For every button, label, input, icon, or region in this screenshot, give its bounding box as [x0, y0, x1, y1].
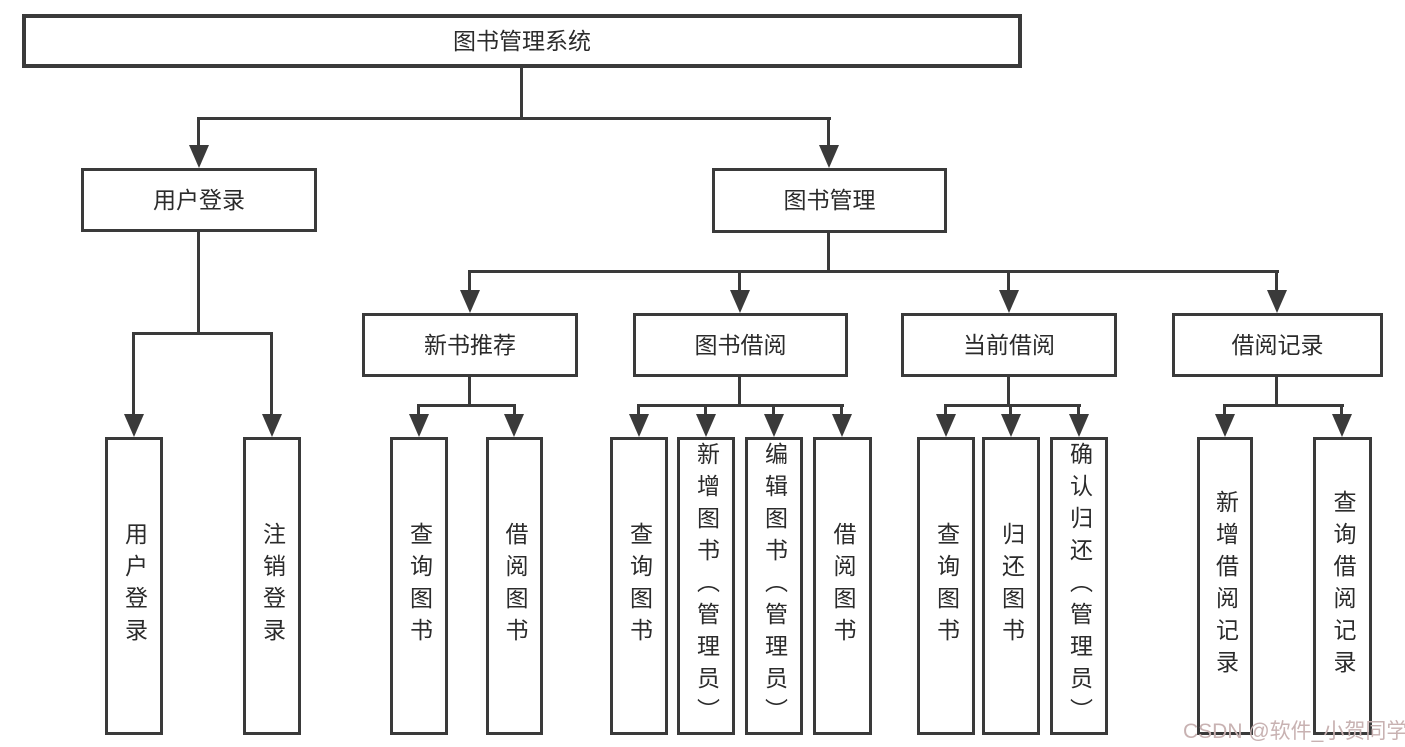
- connector-line: [197, 232, 200, 335]
- connector-line: [1077, 404, 1080, 415]
- connector-line: [1275, 377, 1278, 407]
- connector-line: [944, 404, 947, 415]
- node-user-login: 用户登录: [81, 168, 317, 232]
- connector-line: [468, 270, 1279, 273]
- leaf-edit-books-admin-label: 编辑图书（管理员）: [761, 442, 788, 730]
- arrow-down-icon: [189, 145, 209, 168]
- arrow-down-icon: [696, 414, 716, 437]
- arrow-down-icon: [999, 290, 1019, 313]
- connector-line: [772, 404, 775, 415]
- arrow-down-icon: [262, 414, 282, 437]
- leaf-logout-label: 注销登录: [259, 522, 286, 650]
- leaf-query-books-2: 查询图书: [610, 437, 668, 735]
- connector-line: [468, 377, 471, 407]
- leaf-query-books-2-label: 查询图书: [626, 522, 653, 650]
- connector-line: [513, 404, 516, 415]
- arrow-down-icon: [1069, 414, 1089, 437]
- node-root-label: 图书管理系统: [453, 27, 591, 54]
- node-current-borrowing-label: 当前借阅: [963, 331, 1055, 358]
- leaf-borrow-books-1: 借阅图书: [486, 437, 543, 735]
- leaf-borrow-books-1-label: 借阅图书: [502, 522, 528, 650]
- node-borrow-records-label: 借阅记录: [1231, 331, 1324, 358]
- connector-line: [468, 270, 471, 291]
- node-new-book-recommend: 新书推荐: [362, 313, 578, 377]
- leaf-borrow-books-2: 借阅图书: [813, 437, 872, 735]
- leaf-user-login: 用户登录: [105, 437, 163, 735]
- leaf-borrow-books-2-label: 借阅图书: [830, 522, 856, 650]
- connector-line: [417, 404, 516, 407]
- arrow-down-icon: [819, 145, 839, 168]
- connector-line: [132, 332, 273, 335]
- arrow-down-icon: [936, 414, 956, 437]
- arrow-down-icon: [409, 414, 429, 437]
- arrow-down-icon: [460, 290, 480, 313]
- leaf-query-books-3-label: 查询图书: [933, 522, 960, 650]
- connector-line: [1007, 270, 1010, 291]
- node-book-borrowing: 图书借阅: [633, 313, 848, 377]
- node-book-management: 图书管理: [712, 168, 947, 233]
- connector-line: [197, 117, 831, 120]
- connector-line: [637, 404, 640, 415]
- leaf-user-login-label: 用户登录: [121, 522, 148, 650]
- leaf-logout: 注销登录: [243, 437, 301, 735]
- leaf-add-borrow-record-label: 新增借阅记录: [1212, 490, 1239, 682]
- node-new-book-recommend-label: 新书推荐: [424, 331, 516, 358]
- node-book-borrowing-label: 图书借阅: [694, 331, 787, 358]
- connector-line: [704, 404, 707, 415]
- arrow-down-icon: [1267, 290, 1287, 313]
- connector-line: [738, 377, 741, 407]
- leaf-query-borrow-record-label: 查询借阅记录: [1330, 490, 1356, 682]
- connector-line: [1275, 270, 1278, 291]
- connector-line: [520, 68, 523, 120]
- leaf-add-books-admin: 新增图书（管理员）: [677, 437, 735, 735]
- connector-line: [637, 404, 844, 407]
- arrow-down-icon: [629, 414, 649, 437]
- leaf-query-books-1-label: 查询图书: [406, 522, 433, 650]
- connector-line: [132, 332, 135, 416]
- connector-line: [1223, 404, 1226, 415]
- connector-line: [827, 233, 830, 273]
- connector-line: [1007, 377, 1010, 407]
- arrow-down-icon: [730, 290, 750, 313]
- connector-line: [944, 404, 1081, 407]
- node-user-login-label: 用户登录: [153, 186, 245, 213]
- connector-line: [1009, 404, 1012, 415]
- leaf-confirm-return-admin-label: 确认归还（管理员）: [1066, 442, 1093, 730]
- connector-line: [738, 270, 741, 291]
- connector-line: [417, 404, 420, 415]
- leaf-add-books-admin-label: 新增图书（管理员）: [693, 442, 720, 730]
- arrow-down-icon: [764, 414, 784, 437]
- arrow-down-icon: [1332, 414, 1352, 437]
- arrow-down-icon: [832, 414, 852, 437]
- node-root: 图书管理系统: [22, 14, 1022, 68]
- leaf-edit-books-admin: 编辑图书（管理员）: [745, 437, 803, 735]
- arrow-down-icon: [124, 414, 144, 437]
- leaf-query-books-1: 查询图书: [390, 437, 448, 735]
- leaf-confirm-return-admin: 确认归还（管理员）: [1050, 437, 1108, 735]
- leaf-query-borrow-record: 查询借阅记录: [1313, 437, 1372, 735]
- arrow-down-icon: [504, 414, 524, 437]
- node-borrow-records: 借阅记录: [1172, 313, 1383, 377]
- connector-line: [270, 332, 273, 416]
- leaf-return-books: 归还图书: [982, 437, 1040, 735]
- arrow-down-icon: [1001, 414, 1021, 437]
- connector-line: [840, 404, 843, 415]
- leaf-add-borrow-record: 新增借阅记录: [1197, 437, 1253, 735]
- connector-line: [827, 117, 830, 146]
- connector-line: [1340, 404, 1343, 415]
- node-current-borrowing: 当前借阅: [901, 313, 1117, 377]
- leaf-query-books-3: 查询图书: [917, 437, 975, 735]
- node-book-management-label: 图书管理: [783, 187, 876, 213]
- connector-line: [197, 117, 200, 146]
- connector-line: [1223, 404, 1344, 407]
- leaf-return-books-label: 归还图书: [998, 522, 1025, 650]
- csdn-watermark: CSDN @软件_小贺同学: [1183, 720, 1405, 743]
- arrow-down-icon: [1215, 414, 1235, 437]
